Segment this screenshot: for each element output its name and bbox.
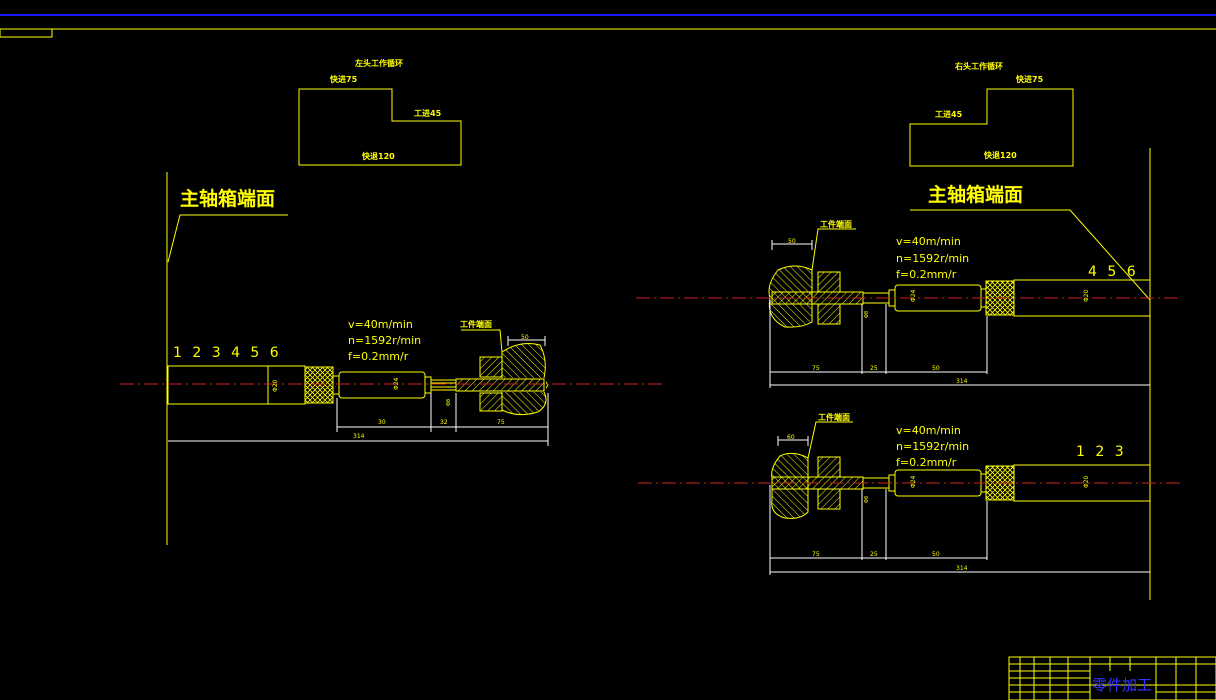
- right-bottom-dia1: Φ20: [1083, 475, 1090, 488]
- right-top-dia1: Φ20: [1083, 289, 1090, 302]
- left-knurled-nut: [304, 366, 334, 404]
- left-dim-32: 32: [440, 419, 448, 426]
- right-bottom-param-v: v=40m/min: [896, 424, 961, 437]
- left-dim-30: 30: [378, 419, 386, 426]
- right-top-param-f: f=0.2mm/r: [896, 268, 957, 281]
- left-workpiece-leader: [461, 329, 503, 353]
- left-workpiece-label: 工件端面: [460, 319, 492, 329]
- left-spindle-leader: [167, 214, 288, 263]
- right-bottom-unit: 1 2 3 工件端面 v=40m/min n=1592r/min f=0.2mm…: [638, 412, 1182, 575]
- right-bottom-dim-total: 314: [956, 565, 968, 572]
- left-work-cycle: 左头工作循环 快进75 工进45 快退120: [298, 58, 462, 166]
- right-bottom-dia3: Φ8: [864, 496, 870, 503]
- right-top-workpiece-label: 工件端面: [820, 219, 852, 229]
- left-dimensions: 30 32 75 314 50 Φ20 Φ24 Φ8: [168, 334, 549, 446]
- right-spindle-leader: [910, 209, 1151, 301]
- right-top-param-v: v=40m/min: [896, 235, 961, 248]
- right-bottom-fixture-bottom: [817, 488, 841, 510]
- right-bottom-dia2: Φ24: [910, 475, 917, 488]
- right-bottom-dimensions: 75 25 50 314 60 Φ20 Φ24 Φ8: [769, 434, 1150, 575]
- left-dim-total: 314: [353, 433, 365, 440]
- left-fixture-bottom: [479, 392, 503, 412]
- right-bottom-dim-75: 75: [812, 551, 820, 558]
- frame-corner-box: [0, 28, 53, 38]
- left-spindle-numbers: 1 2 3 4 5 6: [173, 345, 282, 361]
- left-dia2: Φ24: [393, 377, 400, 390]
- right-fast-back-label: 快退120: [984, 150, 1017, 160]
- right-cycle-outline: [909, 88, 1074, 167]
- right-top-numbers: 4 5 6: [1088, 264, 1139, 280]
- left-fixture-top: [479, 356, 503, 378]
- left-cycle-title: 左头工作循环: [354, 58, 403, 68]
- left-dim-50: 50: [521, 334, 529, 341]
- right-bottom-fixture-top: [817, 456, 841, 478]
- right-top-dim-50: 50: [932, 365, 940, 372]
- right-bottom-workpiece: [771, 452, 809, 519]
- right-top-dim-50-top: 50: [788, 238, 796, 245]
- right-bottom-workpiece-label: 工件端面: [818, 412, 850, 422]
- left-fast-back-label: 快退120: [362, 151, 395, 161]
- left-dia1: Φ20: [272, 379, 279, 392]
- right-top-dim-75: 75: [812, 365, 820, 372]
- right-spindle-label: 主轴箱端面: [928, 183, 1023, 206]
- right-top-fixture-top: [817, 271, 841, 293]
- right-work-in-label: 工进45: [935, 109, 963, 119]
- left-spindle-label: 主轴箱端面: [180, 187, 275, 210]
- left-param-v: v=40m/min: [348, 318, 413, 331]
- right-cycle-title: 右头工作循环: [954, 61, 1003, 71]
- left-param-f: f=0.2mm/r: [348, 350, 409, 363]
- right-bottom-param-f: f=0.2mm/r: [896, 456, 957, 469]
- left-drill-shank: [430, 379, 457, 391]
- right-top-dia2: Φ24: [910, 289, 917, 302]
- left-dia3: Φ8: [446, 399, 452, 406]
- left-assembly: 主轴箱端面 1 2 3 4 5 6 工件端面 v=40m/min n=1592r…: [120, 172, 662, 545]
- right-top-dim-25: 25: [870, 365, 878, 372]
- left-dim-75: 75: [497, 419, 505, 426]
- right-bottom-param-n: n=1592r/min: [896, 440, 969, 453]
- right-bottom-dim-50: 50: [932, 551, 940, 558]
- right-assembly: 主轴箱端面 4 5 6 工件端面 v=40m/min n=1592r/min f…: [636, 148, 1182, 600]
- title-block: 零件加工: [1008, 656, 1216, 700]
- right-top-param-n: n=1592r/min: [896, 252, 969, 265]
- right-bottom-numbers: 1 2 3: [1076, 444, 1127, 460]
- left-cycle-outline: [298, 88, 462, 166]
- right-top-workpiece: [768, 265, 813, 328]
- right-top-dim-total: 314: [956, 378, 968, 385]
- left-work-in-label: 工进45: [414, 108, 442, 118]
- right-work-cycle: 右头工作循环 快进75 工进45 快退120: [909, 61, 1074, 167]
- right-bottom-dim-25: 25: [870, 551, 878, 558]
- right-bottom-dim-60-top: 60: [787, 434, 795, 441]
- left-tool-holder: [338, 371, 426, 399]
- left-fast-in-label: 快进75: [330, 74, 358, 84]
- title-block-name: 零件加工: [1092, 676, 1152, 694]
- right-top-fixture-bottom: [817, 303, 841, 325]
- right-top-unit: 4 5 6 工件端面 v=40m/min n=1592r/min f=0.2mm…: [636, 219, 1180, 388]
- right-top-dimensions: 75 25 50 314 50 Φ20 Φ24 Φ8: [769, 238, 1150, 388]
- right-fast-in-label: 快进75: [1016, 74, 1044, 84]
- left-spindle-body: [167, 365, 306, 405]
- left-param-n: n=1592r/min: [348, 334, 421, 347]
- right-top-dia3: Φ8: [864, 311, 870, 318]
